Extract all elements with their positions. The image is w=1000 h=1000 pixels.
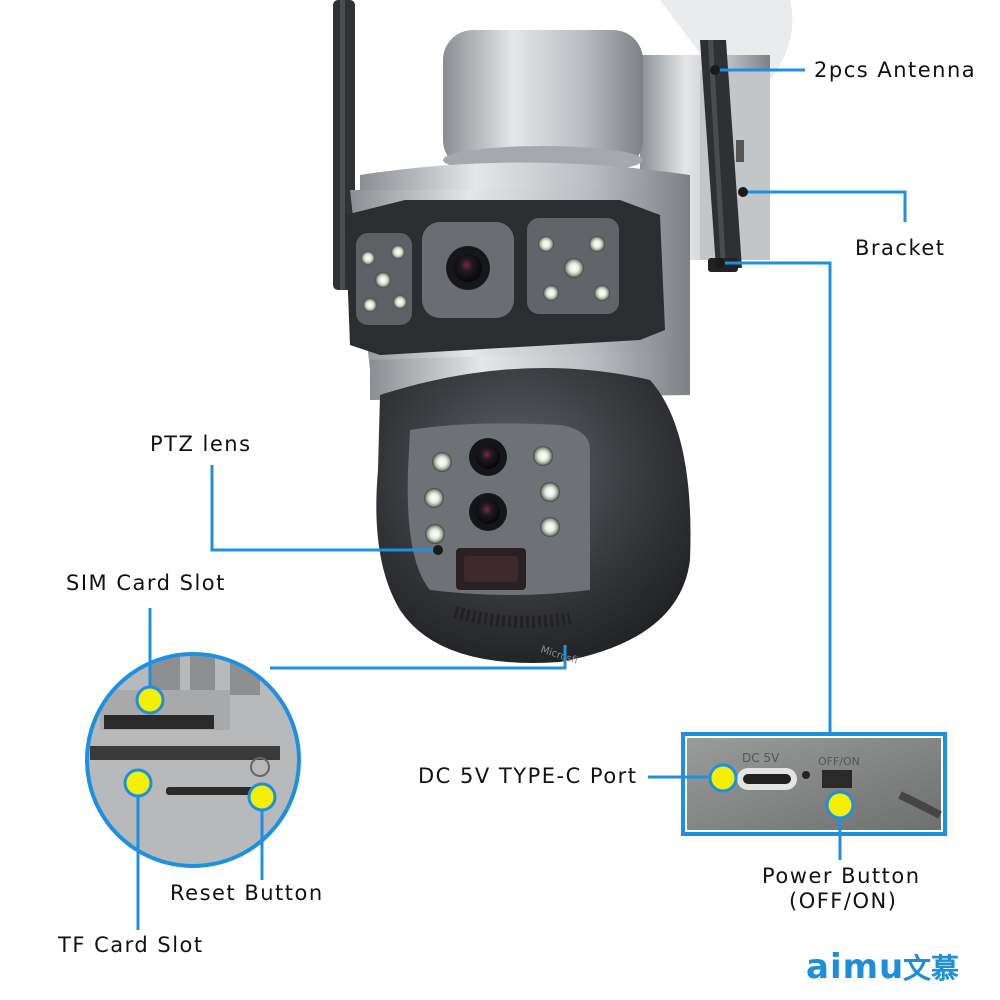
ptz-dome: Microsfi: [370, 350, 691, 667]
power-button-sublabel: (OFF/ON): [789, 889, 898, 913]
fixed-lens-band: [345, 200, 665, 355]
leader-lines: [136, 68, 907, 930]
reset-button-label: Reset Button: [170, 881, 324, 905]
slot-inset: [85, 652, 301, 868]
dc-print: DC 5V: [742, 751, 780, 765]
sim-slot-label: SIM Card Slot: [66, 571, 226, 595]
brand-logo-chinese: 文慕: [903, 952, 960, 985]
brand-logo: aimu: [806, 947, 905, 987]
tf-slot-label: TF Card Slot: [58, 933, 204, 957]
ptz-lens-label: PTZ lens: [150, 432, 252, 456]
off-on-print: OFF/ON: [818, 755, 860, 768]
antenna-label: 2pcs Antenna: [814, 58, 977, 82]
marker-dots: [123, 65, 855, 820]
dc-port-label: DC 5V TYPE-C Port: [418, 764, 638, 788]
power-button-label: Power Button: [762, 864, 921, 888]
bracket-label: Bracket: [855, 236, 946, 260]
